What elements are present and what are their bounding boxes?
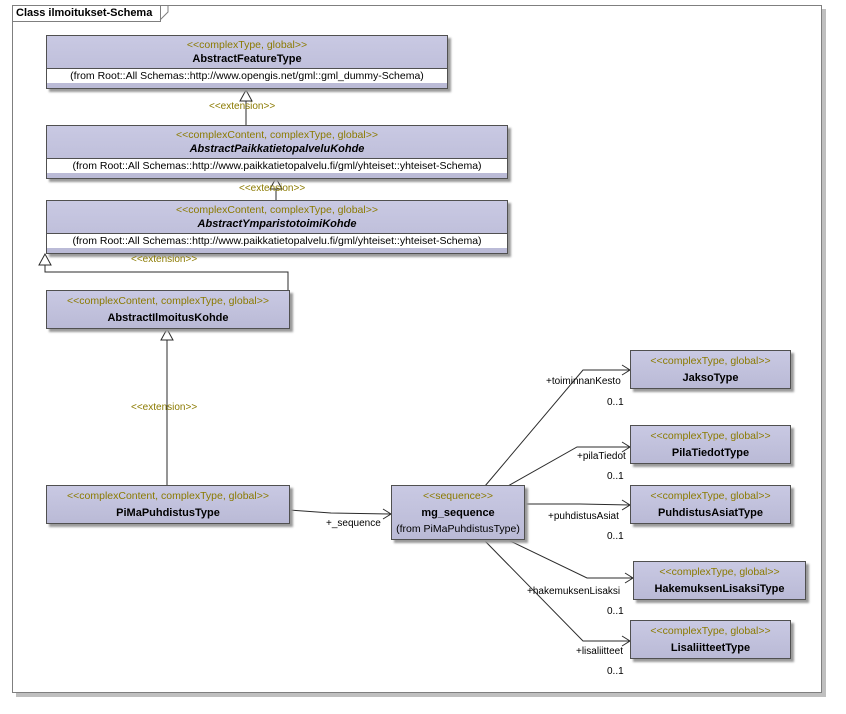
class-pima-puhdistus-type[interactable]: <<complexContent, complexType, global>> … [46, 485, 290, 524]
class-abstract-ilmoitus-kohde[interactable]: <<complexContent, complexType, global>> … [46, 290, 290, 329]
class-name: LisaliitteetType [670, 642, 751, 654]
role-label-hakemuksen-lisaksi: +hakemuksenLisaksi [527, 586, 621, 597]
class-name: PuhdistusAsiatType [658, 507, 763, 519]
class-name: PilaTiedotType [671, 447, 750, 459]
class-abstract-paikkatietopalvelu-kohde[interactable]: <<complexContent, complexType, global>> … [46, 125, 508, 179]
stereotype-label: <<complexType, global>> [659, 566, 780, 578]
class-puhdistus-asiat-type[interactable]: <<complexType, global>> PuhdistusAsiatTy… [630, 485, 791, 524]
from-label: (from Root::All Schemas::http://www.paik… [47, 233, 507, 248]
extension-arrowhead-2 [269, 176, 283, 190]
class-pila-tiedot-type[interactable]: <<complexType, global>> PilaTiedotType [630, 425, 791, 464]
frame-tab-corner [159, 5, 169, 21]
diagram-frame: Class ilmoitukset-Schema [12, 5, 822, 693]
stereotype-label: <<complexContent, complexType, global>> [67, 490, 269, 502]
assoc-liitteet [484, 540, 630, 642]
stereotype-label: <<complexContent, complexType, global>> [67, 295, 269, 307]
assoc-puhdistus [522, 503, 631, 506]
class-name: AbstractPaikkatietopalveluKohde [189, 143, 365, 155]
role-label-toiminnan-kesto: +toiminnanKesto [546, 376, 621, 387]
from-label: (from PiMaPuhdistusType) [396, 523, 520, 535]
extension-label-4: <<extension>> [131, 402, 198, 413]
class-jakso-type[interactable]: <<complexType, global>> JaksoType [630, 350, 791, 389]
stereotype-label: <<complexType, global>> [650, 490, 771, 502]
extension-label-3: <<extension>> [131, 254, 198, 265]
class-abstract-ymparistotoimi-kohde[interactable]: <<complexContent, complexType, global>> … [46, 200, 508, 254]
class-name: mg_sequence [421, 507, 495, 519]
from-label: (from Root::All Schemas::http://www.paik… [47, 158, 507, 173]
role-label-puhdistus-asiat: +puhdistusAsiat [548, 511, 619, 522]
frame-title: Class ilmoitukset-Schema [13, 6, 162, 22]
sequence-role-label: +_sequence [326, 518, 381, 529]
class-lisaliitteet-type[interactable]: <<complexType, global>> LisaliitteetType [630, 620, 791, 659]
extension-label-2: <<extension>> [239, 183, 306, 194]
class-mg-sequence[interactable]: <<sequence>> mg_sequence (from PiMaPuhdi… [391, 485, 525, 540]
role-label-lisaliitteet: +lisaliitteet [576, 646, 623, 657]
role-label-pila-tiedot: +pilaTiedot [577, 451, 626, 462]
from-label: (from Root::All Schemas::http://www.open… [47, 68, 447, 83]
class-name: JaksoType [682, 372, 739, 384]
extension-label-1: <<extension>> [209, 101, 276, 112]
class-name: AbstractFeatureType [192, 53, 302, 65]
stereotype-label: <<complexType, global>> [650, 625, 771, 637]
class-name: PiMaPuhdistusType [116, 507, 220, 519]
assoc-jakso [484, 369, 630, 487]
assoc-pila [507, 446, 630, 487]
class-name: HakemuksenLisaksiType [654, 583, 785, 595]
stereotype-label: <<complexType, global>> [186, 39, 308, 51]
extension-line-3 [44, 265, 289, 290]
class-abstract-feature-type[interactable]: <<complexType, global>> AbstractFeatureT… [46, 35, 448, 89]
extension-arrowhead-4 [160, 327, 174, 341]
class-hakemuksen-lisaksi-type[interactable]: <<complexType, global>> HakemuksenLisaks… [633, 561, 806, 600]
multiplicity-hakemus: 0..1 [607, 606, 624, 617]
multiplicity-puhdistus: 0..1 [607, 531, 624, 542]
stereotype-label: <<complexType, global>> [650, 430, 771, 442]
extension-arrowhead-1 [239, 88, 253, 102]
multiplicity-pila: 0..1 [607, 471, 624, 482]
assoc-hakemus [507, 539, 633, 579]
stereotype-label: <<complexType, global>> [650, 355, 771, 367]
extension-arrowhead-3 [38, 252, 52, 266]
stereotype-label: <<sequence>> [422, 490, 494, 502]
multiplicity-jakso: 0..1 [607, 397, 624, 408]
class-name: AbstractYmparistotoimiKohde [197, 218, 357, 230]
class-name: AbstractIlmoitusKohde [107, 312, 229, 324]
stereotype-label: <<complexContent, complexType, global>> [176, 129, 378, 141]
sequence-association [288, 509, 392, 515]
stereotype-label: <<complexContent, complexType, global>> [176, 204, 378, 216]
multiplicity-liitteet: 0..1 [607, 666, 624, 677]
